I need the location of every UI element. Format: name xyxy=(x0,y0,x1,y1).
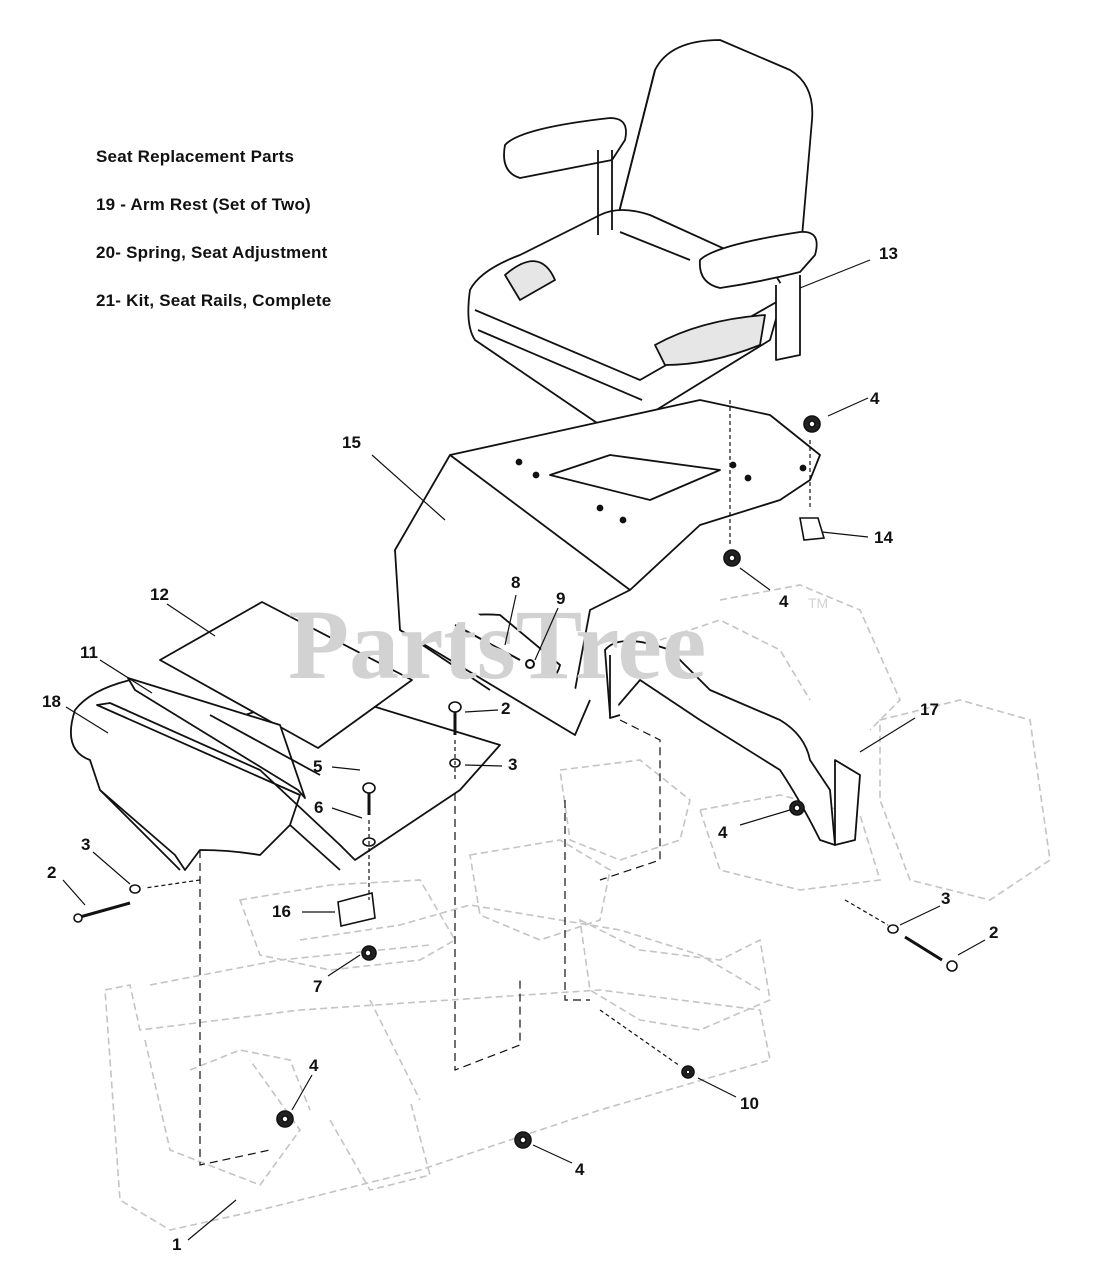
callout-2-right: 2 xyxy=(989,923,998,942)
callout-15: 15 xyxy=(342,433,361,452)
legend-title: Seat Replacement Parts xyxy=(96,147,295,166)
callout-7: 7 xyxy=(313,977,322,996)
callout-1: 1 xyxy=(172,1235,181,1254)
adjustment-rod xyxy=(454,624,535,669)
callout-numbers: 13 4 14 15 4 8 9 12 11 18 2 3 5 6 3 2 16… xyxy=(42,244,998,1254)
callout-8: 8 xyxy=(511,573,520,592)
watermark-trademark: TM xyxy=(808,595,828,611)
hidden-outline-boxes xyxy=(199,719,661,1166)
callout-12: 12 xyxy=(150,585,169,604)
legend-item-arm-rest: 19 - Arm Rest (Set of Two) xyxy=(96,195,311,214)
callout-4-right: 4 xyxy=(779,592,789,611)
legend-item-spring: 20- Spring, Seat Adjustment xyxy=(96,243,328,262)
callout-18: 18 xyxy=(42,692,61,711)
watermark-text: PartsTree xyxy=(288,589,706,700)
callout-4-mid: 4 xyxy=(718,823,728,842)
callout-17: 17 xyxy=(920,700,939,719)
callout-16: 16 xyxy=(272,902,291,921)
fastener-alignment-lines xyxy=(144,400,889,1067)
callout-10: 10 xyxy=(740,1094,759,1113)
callout-9: 9 xyxy=(556,589,565,608)
seat-replacement-legend: Seat Replacement Parts 19 - Arm Rest (Se… xyxy=(96,142,331,334)
fasteners xyxy=(73,415,958,1149)
seat-pan xyxy=(394,399,821,736)
legend-item-seat-rails: 21- Kit, Seat Rails, Complete xyxy=(96,291,332,310)
callout-4-bottom-right: 4 xyxy=(575,1160,585,1179)
callout-3-right: 3 xyxy=(941,889,950,908)
callout-5: 5 xyxy=(313,757,322,776)
callout-3-left: 3 xyxy=(81,835,90,854)
callout-11: 11 xyxy=(80,643,98,662)
callout-4-top: 4 xyxy=(870,389,880,408)
callout-6: 6 xyxy=(314,798,323,817)
callout-2-center: 2 xyxy=(501,699,510,718)
ghost-chassis xyxy=(104,584,1051,1231)
floor-mat xyxy=(127,601,413,799)
seat xyxy=(467,39,818,428)
callout-4-bottom-left: 4 xyxy=(309,1056,319,1075)
callout-13: 13 xyxy=(879,244,898,263)
side-bracket xyxy=(604,640,861,846)
callout-14: 14 xyxy=(874,528,893,547)
partstree-watermark: PartsTree TM xyxy=(288,589,828,700)
leader-lines xyxy=(62,259,986,1241)
callout-3-center: 3 xyxy=(508,755,517,774)
callout-2-left: 2 xyxy=(47,863,56,882)
